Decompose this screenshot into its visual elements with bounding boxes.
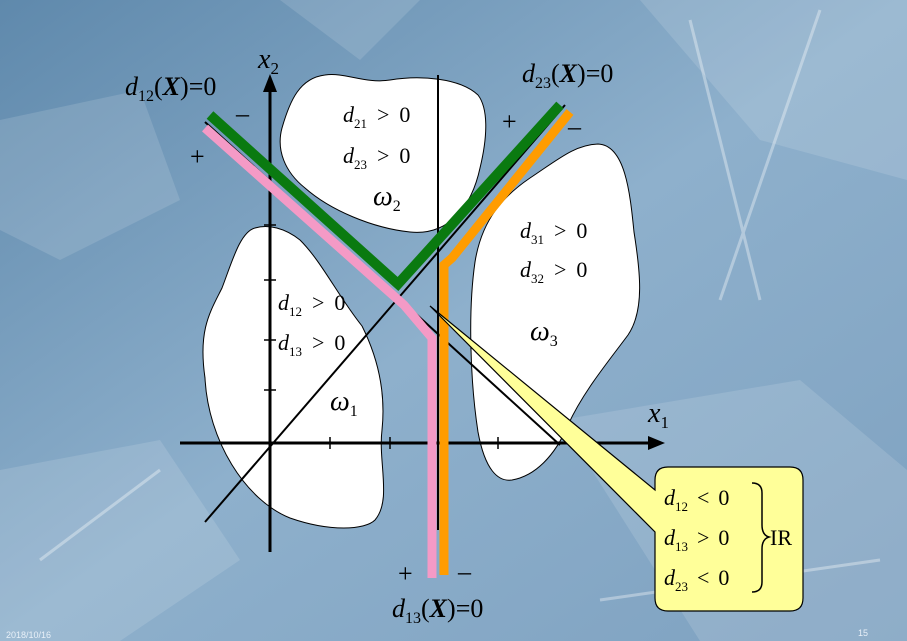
d23-minus-sign: – [567,112,582,141]
d13-equation-label: d13(X)=0 [392,594,483,627]
d13-minus-sign: – [457,557,472,586]
omega2-condition-2: d23>0 [343,143,410,172]
callout-condition-1: d12<0 [664,485,729,514]
callout-brace [751,482,772,593]
omega3-label: ω3 [530,316,558,350]
d12-minus-sign: – [235,99,250,128]
d23-plus-sign: + [502,107,517,136]
x2-axis-label: x2 [257,44,279,78]
d12-plus-sign: + [190,142,205,171]
callout-box [429,305,804,612]
d12-boundary-pink [202,124,437,578]
region-omega1-blob [202,226,385,529]
axis-ticks [264,224,499,449]
omega2-conditions: d21>0 d23>0 [343,102,410,172]
d23-boundary-green [206,101,564,292]
omega1-conditions: d12>0 d13>0 [278,290,345,359]
d23-equation-label: d23(X)=0 [522,59,613,92]
callout-ir-label: IR [770,525,792,550]
callout-condition-3: d23<0 [664,565,729,594]
x1-axis-label: x1 [647,398,669,432]
callout-condition-2: d13>0 [664,525,729,554]
omega3-condition-1: d31>0 [520,218,587,247]
omega1-label: ω1 [330,386,358,420]
omega1-condition-1: d12>0 [278,290,345,319]
d13-plus-sign: + [398,559,413,588]
callout [429,305,804,612]
omega1-condition-2: d13>0 [278,330,345,359]
d12-equation-label: d12(X)=0 [125,72,216,105]
callout-conditions: d12<0 d13>0 d23<0 [664,485,729,594]
omega3-condition-2: d32>0 [520,257,587,286]
omega2-label: ω2 [373,181,401,215]
footer-date: 2018/10/16 [6,630,52,640]
d13-boundary-orange [439,109,574,575]
omega2-condition-1: d21>0 [343,102,410,131]
omega3-conditions: d31>0 d32>0 [520,218,587,286]
page-number: 15 [858,628,869,638]
d23-line [204,104,566,523]
